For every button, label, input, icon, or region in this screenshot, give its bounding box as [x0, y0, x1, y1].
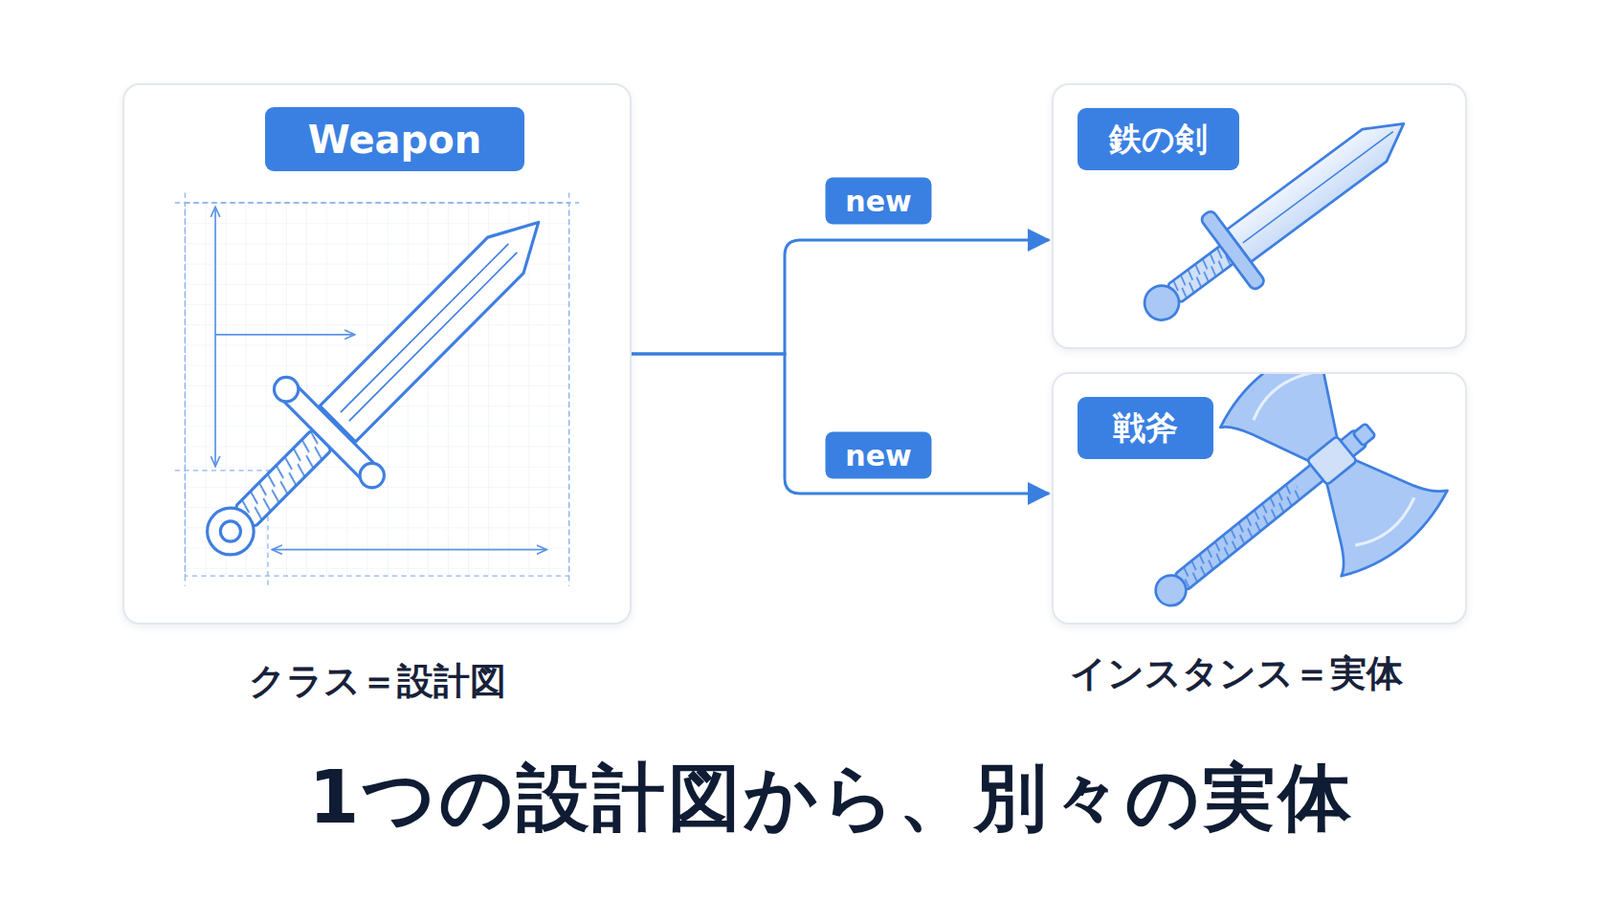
- instantiation-arrow: [631, 240, 1049, 355]
- section-caption: インスタンス＝実体: [1069, 649, 1403, 699]
- name-badge: Weapon: [265, 107, 525, 172]
- new-keyword: new: [825, 177, 933, 225]
- diagram-title: 1つの設計図から、別々の実体: [309, 750, 1356, 849]
- name-badge: 戦斧: [1077, 397, 1214, 460]
- name-badge: 鉄の剣: [1077, 108, 1240, 171]
- panel-caption: クラス＝設計図: [248, 657, 507, 707]
- new-keyword: new: [825, 432, 933, 480]
- instance-panel: 戦斧: [1051, 372, 1467, 625]
- class-panel: Weaponクラス＝設計図: [122, 83, 632, 625]
- instantiation-arrow: [631, 354, 1049, 494]
- instance-panel: 鉄の剣: [1051, 83, 1467, 350]
